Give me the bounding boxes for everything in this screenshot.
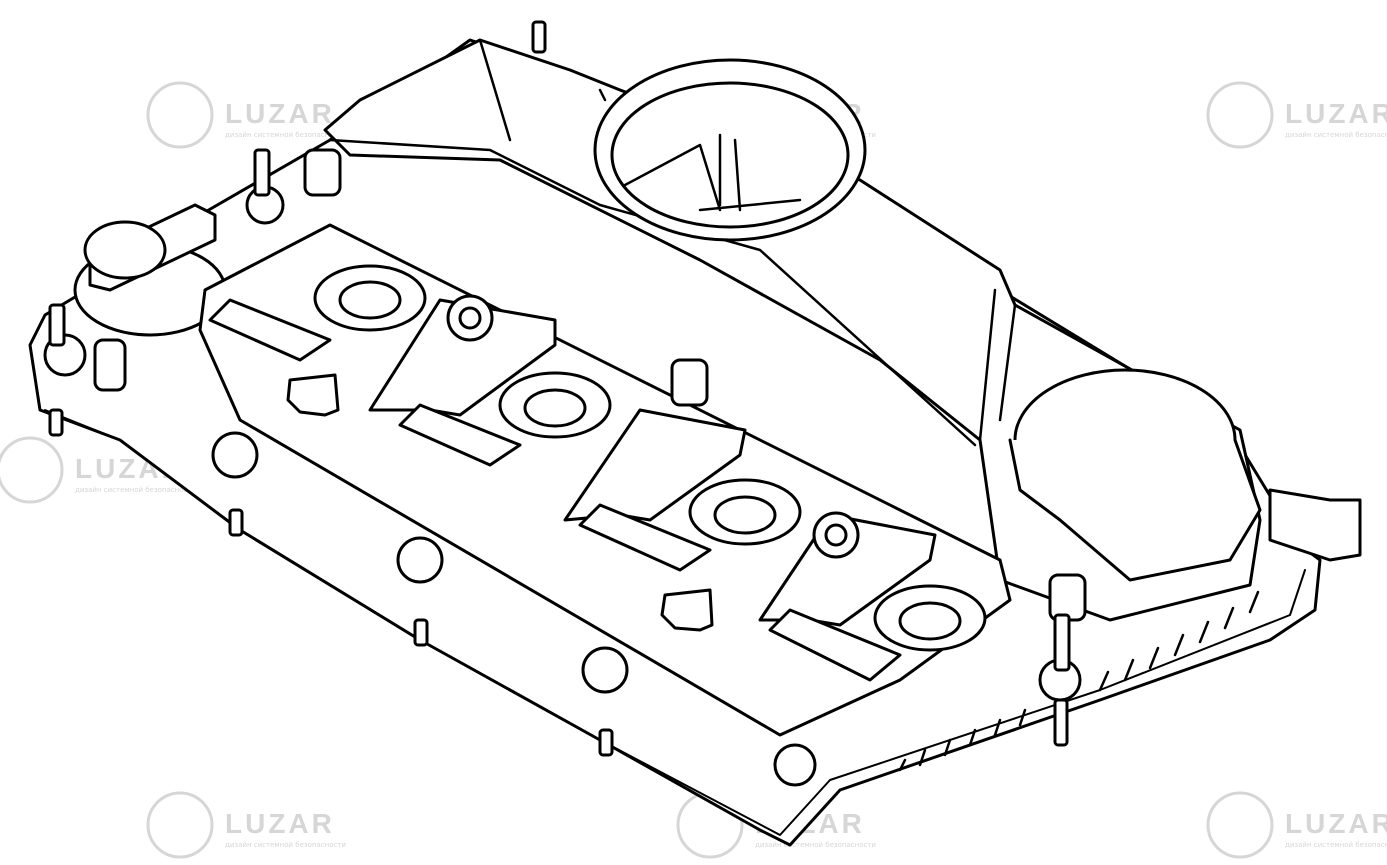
stud-6 [228, 508, 244, 537]
pin-clip-1 [286, 373, 340, 417]
bolt-2 [211, 431, 259, 479]
housing-ridge-2 [478, 38, 1017, 442]
breather-ribs [623, 133, 802, 212]
stud-3 [48, 303, 66, 347]
injector-port-1-inner [338, 280, 402, 320]
mounting-bosses [93, 148, 1087, 622]
boss-2 [670, 358, 709, 407]
edge-pad-1 [208, 298, 332, 362]
lion-head-icon [0, 436, 64, 504]
watermark-tagline: дизайн системной безопасности [225, 131, 346, 139]
washer-2-inner [824, 523, 848, 547]
boss-4 [93, 338, 127, 392]
injector-ports [313, 264, 987, 652]
edge-pad-4 [768, 608, 902, 682]
watermark-brand: LUZAR [225, 808, 335, 839]
stud-9 [48, 408, 64, 437]
stud-4 [1053, 613, 1071, 672]
watermark-tagline: дизайн системной безопасности [1285, 131, 1387, 139]
boss-3 [1048, 573, 1087, 622]
filler-cap-top [83, 220, 167, 280]
watermark-brand: LUZAR [1285, 808, 1387, 839]
injector-port-2-inner [523, 388, 587, 428]
flange-edge [44, 409, 1306, 836]
luzar-watermark: LUZAR дизайн системной безопасности [146, 791, 346, 859]
stud-5 [1053, 698, 1069, 747]
injector-port-3-inner [713, 495, 777, 535]
cooling-fins [898, 590, 1260, 772]
connector-plug [1268, 488, 1362, 562]
luzar-watermark: LUZAR дизайн системной безопасности [1206, 81, 1387, 149]
lion-head-icon [1206, 81, 1274, 149]
bolt-4 [581, 646, 629, 694]
watermark-brand: LUZAR [225, 98, 335, 129]
washer-1-inner [458, 306, 482, 330]
separator-base [1008, 438, 1262, 582]
watermark-tagline: дизайн системной безопасности [225, 841, 346, 849]
bolt-5 [773, 743, 817, 787]
watermark-tagline: дизайн системной безопасности [75, 486, 196, 494]
edge-pad-3 [578, 503, 712, 572]
watermark-tagline: дизайн системной безопасности [1285, 841, 1387, 849]
lion-head-icon [146, 81, 214, 149]
boss-1 [303, 148, 342, 197]
luzar-watermark: LUZAR дизайн системной безопасности [146, 81, 346, 149]
valve-cover [28, 20, 1362, 847]
breather-ring-inner [610, 81, 850, 229]
housing-ridge [328, 138, 977, 447]
bolt-3 [396, 536, 444, 584]
stud-1 [531, 20, 547, 54]
stud-7 [413, 618, 429, 647]
injector-port-4-inner [898, 601, 962, 641]
flange-bolts [43, 185, 1082, 787]
stud-8 [598, 728, 614, 757]
watermark-brand: LUZAR [1285, 98, 1387, 129]
stud-2 [253, 148, 271, 197]
studs [48, 20, 1071, 757]
pin-clip-2 [660, 588, 714, 632]
lion-head-icon [1206, 791, 1274, 859]
watermark-tagline: дизайн системной безопасности [755, 841, 876, 849]
lion-head-icon [146, 791, 214, 859]
luzar-watermark: LUZAR дизайн системной безопасности [1206, 791, 1387, 859]
edge-pad-2 [398, 403, 522, 467]
